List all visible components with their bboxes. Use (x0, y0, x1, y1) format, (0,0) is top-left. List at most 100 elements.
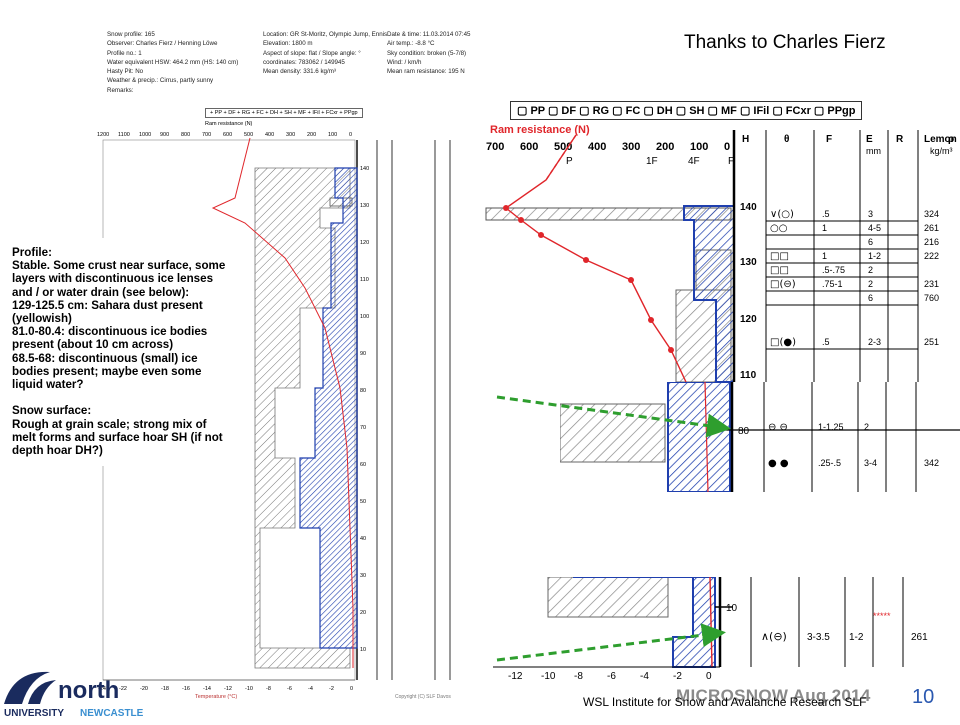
small-temperature-profile (211, 137, 354, 668)
small-legend-item: + FC (251, 110, 266, 116)
big-row-form: □(⊖) (770, 279, 796, 290)
big-hardness-label: F (728, 156, 734, 167)
small-legend-item: + SH (279, 110, 294, 116)
small-height-label: 120 (360, 240, 369, 246)
note-line (12, 391, 233, 404)
small-temp-tick: -18 (161, 686, 169, 692)
big-row-e: .5-.75 (822, 265, 845, 275)
bottom-row-form: ∧(⊖) (761, 630, 787, 643)
small-temp-tick: -4 (308, 686, 313, 692)
small-temp-tick: 0 (350, 686, 353, 692)
small-temp-tick: -10 (245, 686, 253, 692)
big-row-form: ○○ (770, 223, 787, 234)
note-line: Snow surface: (12, 404, 92, 418)
big-ram-tick: 500 (554, 141, 572, 153)
bottom-row-r: 1-2 (849, 632, 864, 643)
small-temp-tick: -20 (140, 686, 148, 692)
big-row-e: 1 (822, 251, 827, 261)
note-line: Stable. Some crust near surface, some (12, 259, 226, 273)
big-ram-tick: 200 (656, 141, 674, 153)
bottom-height-label: 10 (726, 603, 738, 614)
small-height-label: 60 (360, 462, 366, 468)
small-temp-tick: -8 (266, 686, 271, 692)
big-legend-item: ▢ DH (643, 105, 676, 117)
small-ram-tick: 300 (286, 132, 295, 138)
big-ram-tick: 300 (622, 141, 640, 153)
big-row-rho: 222 (924, 251, 939, 261)
note-line: present (about 10 cm across) (12, 338, 174, 352)
small-temp-label: Temperature (°C) (195, 694, 237, 700)
small-temp-tick: -6 (287, 686, 292, 692)
small-ram-axis-label: Ram resistance (N) (205, 121, 253, 127)
footer-event: MICROSNOW Aug 2014 (676, 686, 871, 705)
big-row-rho: 251 (924, 337, 939, 347)
small-temp-tick: -16 (182, 686, 190, 692)
small-ram-tick: 200 (307, 132, 316, 138)
big-row-r: 2 (868, 265, 873, 275)
big-row-rho: 261 (924, 223, 939, 233)
big-header: θ (784, 134, 789, 145)
small-height-label: 70 (360, 425, 366, 431)
big-temperature-profile (504, 134, 687, 382)
small-ram-tick: 600 (223, 132, 232, 138)
bottom-temp-tick: -8 (574, 671, 583, 682)
big-legend-item: ▢ IFil (739, 105, 773, 117)
big-row-r: 6 (868, 237, 873, 247)
profile-header-col2: Location: GR St-Moritz, Olympic Jump, En… (263, 31, 388, 76)
bottom-row-rho: 261 (911, 632, 928, 643)
big-row-form: □(●) (770, 337, 796, 348)
small-ram-tick: 1100 (118, 132, 130, 138)
page-number: 10 (912, 686, 935, 708)
big-header: E (866, 134, 873, 145)
big-ram-tick: 400 (588, 141, 606, 153)
big-ram-label: Ram resistance (N) (490, 124, 590, 136)
small-height-label: 40 (360, 536, 366, 542)
small-legend-item: + RG (237, 110, 252, 116)
big-row-r: 4-5 (868, 223, 881, 233)
small-height-label: 130 (360, 203, 369, 209)
big-legend-item: ▢ RG (579, 105, 613, 117)
profile-note-box: Profile:Stable. Some crust near surface,… (5, 238, 233, 466)
small-legend-item: + IFil (307, 110, 322, 116)
small-legend-item: + FCxr (321, 110, 340, 116)
note-line: depth hoar DH?) (12, 444, 103, 458)
bottom-temp-tick: -4 (640, 671, 649, 682)
small-legend-item: + DF (223, 110, 238, 116)
big-row-rho: 231 (924, 279, 939, 289)
big-height-label: 110 (740, 370, 757, 381)
mid-row-form: ⊖ ⊖ (768, 422, 788, 433)
big-row-r: 1-2 (868, 251, 881, 261)
note-line: liquid water? (12, 378, 84, 392)
note-line: and / or water drain (see below): (12, 285, 190, 299)
big-legend-item: ▢ DF (547, 105, 580, 117)
note-line: (yellowish) (12, 312, 72, 326)
big-header-unit: mm (866, 146, 881, 156)
small-temp-tick: -2 (329, 686, 334, 692)
mid-height-label: 80 (738, 426, 750, 437)
small-legend-item: + DH (265, 110, 280, 116)
big-row-form: □□ (770, 265, 789, 276)
big-row-rho: 760 (924, 293, 939, 303)
note-line: 129-125.5 cm: Sahara dust present (12, 298, 203, 312)
small-height-label: 50 (360, 499, 366, 505)
big-grain-legend: ▢ PP ▢ DF ▢ RG ▢ FC ▢ DH ▢ SH ▢ MF ▢ IFi… (510, 101, 955, 123)
mid-row-r: 3-4 (864, 458, 877, 468)
big-header: F (826, 134, 832, 145)
mid-row-e: .25-.5 (818, 458, 841, 468)
big-row-rho: 216 (924, 237, 939, 247)
small-temp-tick: -12 (224, 686, 232, 692)
svg-text:north: north (58, 677, 119, 704)
small-legend-item: + PP (210, 110, 224, 116)
big-hardness-label: 4F (688, 156, 700, 167)
small-height-label: 90 (360, 351, 366, 357)
big-height-label: 140 (740, 202, 757, 213)
big-row-e: 1 (822, 223, 827, 233)
university-logo: north UNIVERSITY NEWCASTLE (0, 660, 170, 720)
